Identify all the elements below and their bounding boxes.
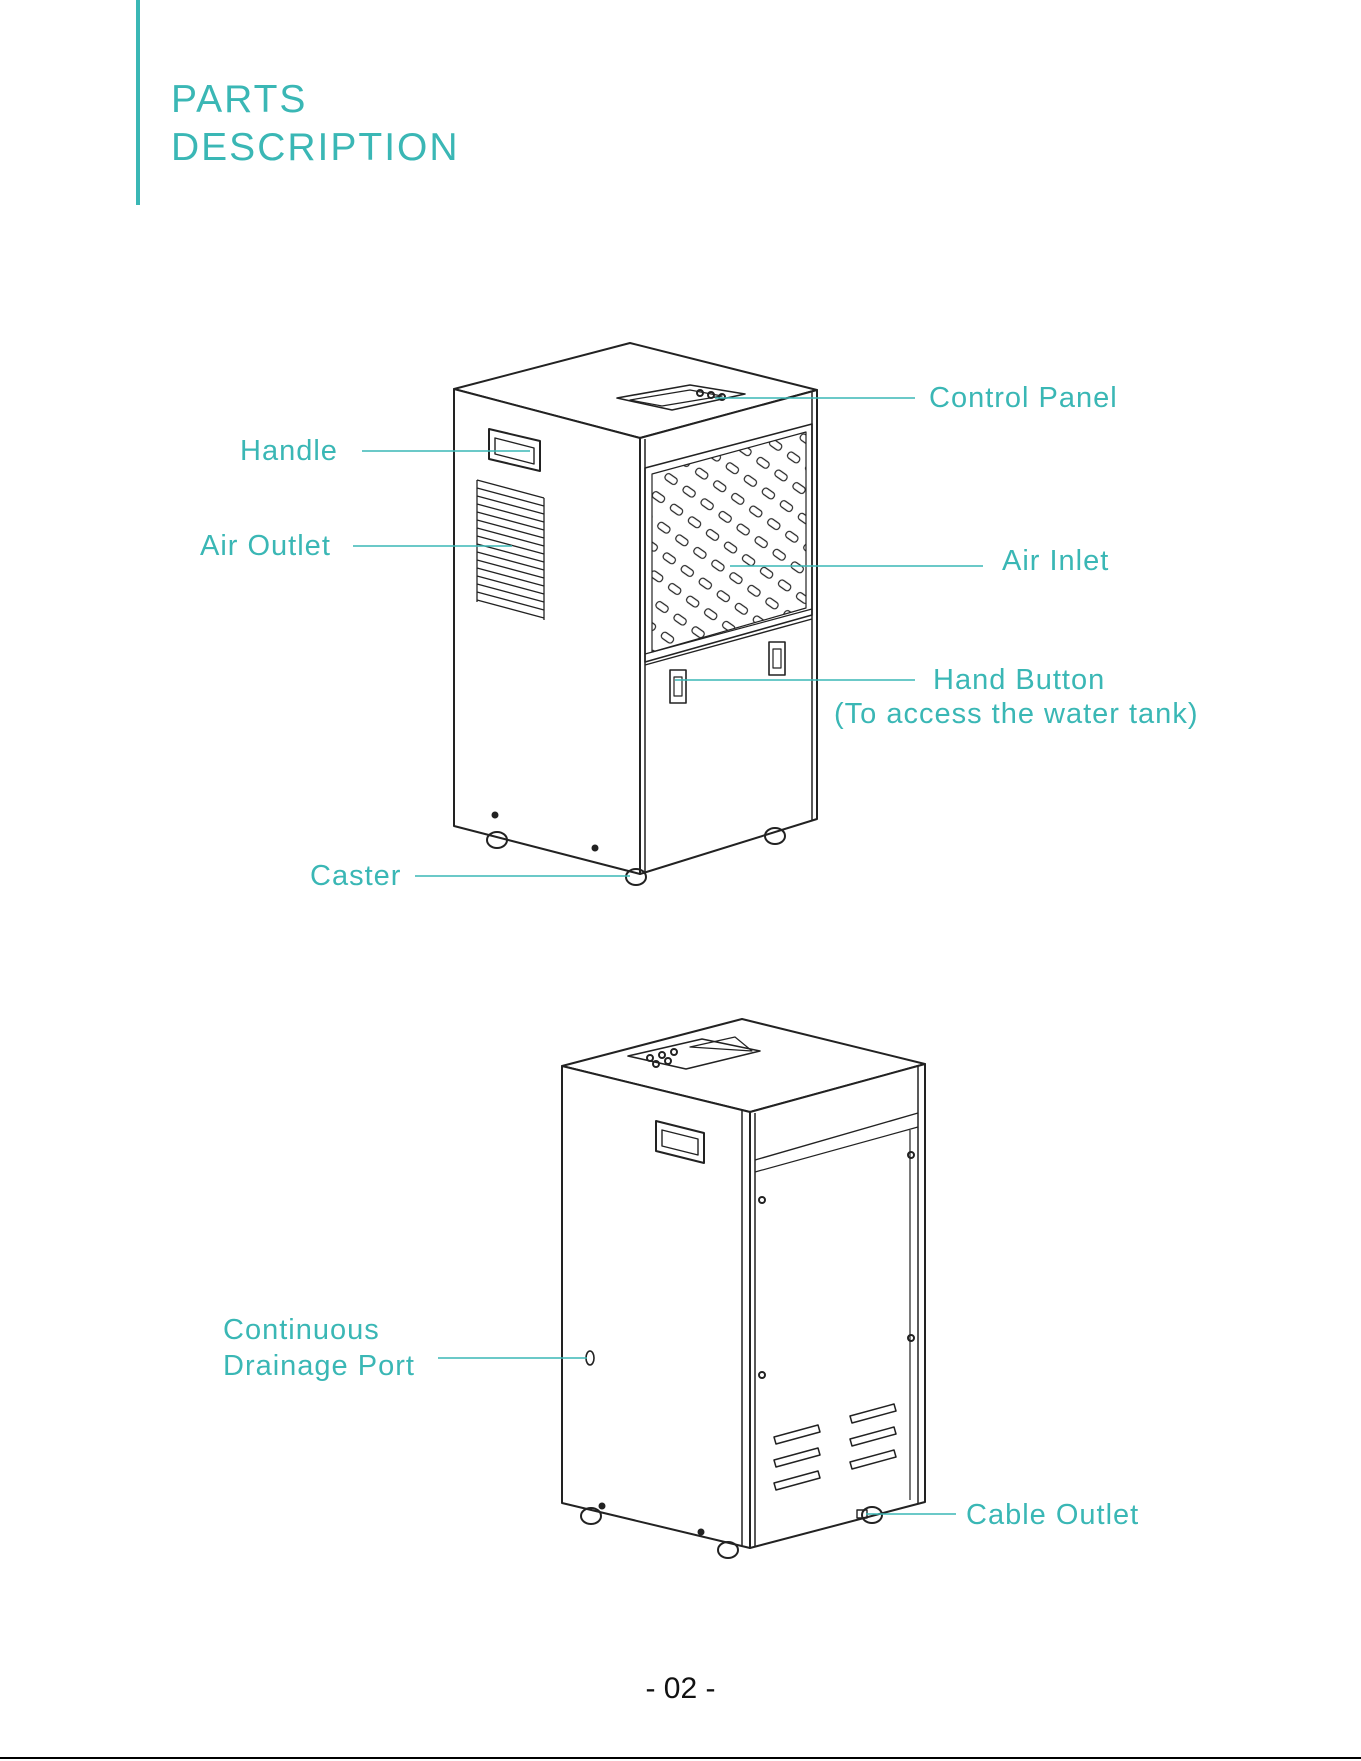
bottom-rule <box>0 1757 1361 1759</box>
label-caster: Caster <box>310 859 401 893</box>
label-handle: Handle <box>240 434 338 468</box>
label-hand-button: Hand Button <box>933 663 1105 697</box>
label-cable-outlet: Cable Outlet <box>966 1498 1139 1532</box>
front-view-drawing <box>454 343 817 885</box>
rear-view-drawing <box>562 1019 925 1558</box>
label-drainage-port-line-1: Continuous <box>223 1313 380 1347</box>
label-control-panel: Control Panel <box>929 381 1118 415</box>
label-hand-button-note: (To access the water tank) <box>834 697 1198 731</box>
label-air-inlet: Air Inlet <box>1002 544 1109 578</box>
label-air-outlet: Air Outlet <box>200 529 331 563</box>
label-drainage-port-line-2: Drainage Port <box>223 1349 415 1383</box>
page-number: - 02 - <box>0 1672 1361 1706</box>
